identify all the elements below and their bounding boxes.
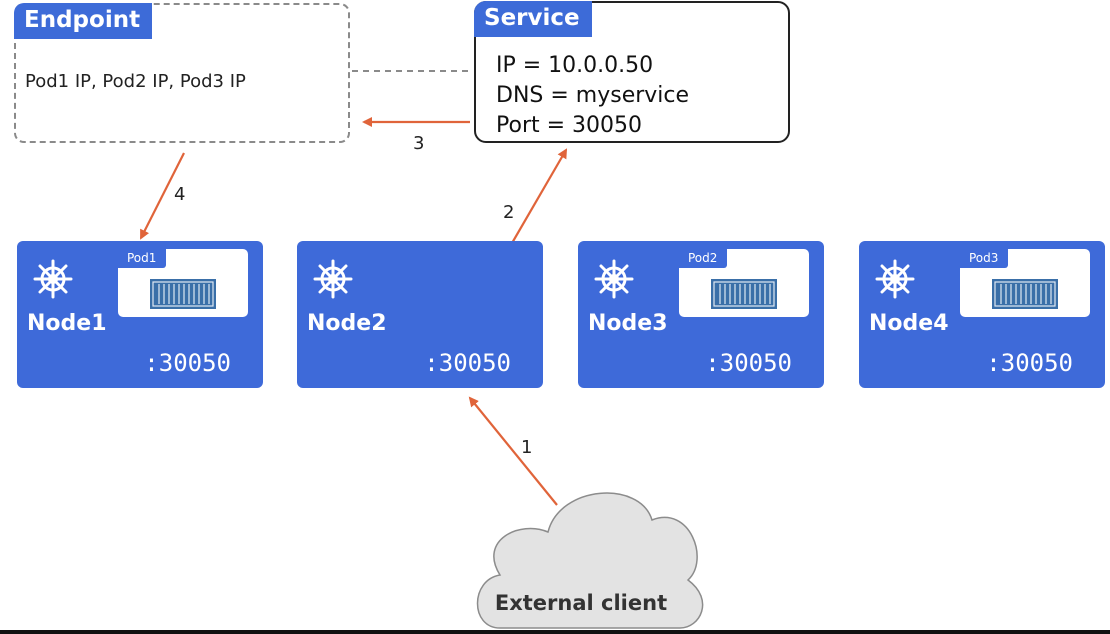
service-dns: DNS = myservice [496, 83, 690, 108]
pod-card: Pod3 [960, 249, 1090, 317]
service-details: IP = 10.0.0.50 DNS = myservice Port = 30… [496, 51, 689, 141]
container-icon [992, 279, 1058, 309]
kubernetes-helm-icon [313, 259, 353, 299]
pod-label: Pod1 [118, 249, 167, 268]
container-icon [711, 279, 777, 309]
pod-label: Pod3 [960, 249, 1009, 268]
step-label-3: 3 [413, 133, 425, 154]
node-1: Node1 :30050 Pod1 [17, 241, 263, 388]
pod-card: Pod1 [118, 249, 248, 317]
bottom-divider [0, 630, 1110, 634]
node-2: Node2 :30050 [297, 241, 543, 388]
kubernetes-helm-icon [875, 259, 915, 299]
external-client-label: External client [494, 591, 668, 615]
arrow-4 [140, 152, 185, 240]
endpoint-title: Endpoint [14, 3, 153, 39]
service-box: Service IP = 10.0.0.50 DNS = myservice P… [474, 1, 790, 143]
node-name: Node1 [27, 311, 107, 336]
service-port: Port = 30050 [496, 113, 643, 138]
node-name: Node3 [588, 311, 668, 336]
step-label-2: 2 [503, 202, 515, 223]
kubernetes-helm-icon [33, 259, 73, 299]
node-4: Node4 :30050 Pod3 [859, 241, 1105, 388]
service-title: Service [474, 1, 592, 37]
pod-label: Pod2 [679, 249, 728, 268]
arrow-1 [468, 396, 558, 506]
kubernetes-helm-icon [594, 259, 634, 299]
endpoint-box: Endpoint Pod1 IP, Pod2 IP, Pod3 IP [14, 3, 350, 143]
node-name: Node4 [869, 311, 949, 336]
node-name: Node2 [307, 311, 387, 336]
endpoint-pod-ips: Pod1 IP, Pod2 IP, Pod3 IP [25, 71, 246, 92]
pod-card: Pod2 [679, 249, 809, 317]
node-port: :30050 [705, 349, 792, 377]
node-port: :30050 [986, 349, 1073, 377]
container-icon [150, 279, 216, 309]
cloud-icon [476, 492, 704, 629]
node-port: :30050 [144, 349, 231, 377]
node-3: Node3 :30050 Pod2 [578, 241, 824, 388]
service-ip: IP = 10.0.0.50 [496, 53, 654, 78]
step-label-4: 4 [174, 184, 186, 205]
step-label-1: 1 [521, 437, 533, 458]
node-port: :30050 [424, 349, 511, 377]
